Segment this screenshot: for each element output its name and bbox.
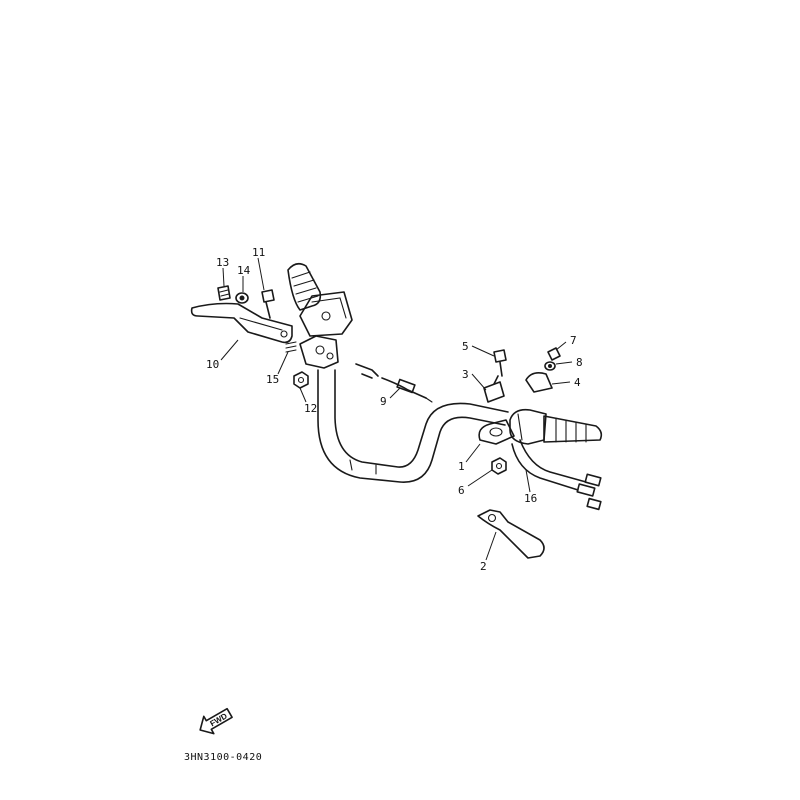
callout-1: 1 — [458, 460, 465, 473]
callout-9: 9 — [380, 395, 387, 408]
right-switch-housing — [509, 408, 547, 445]
callout-14: 14 — [237, 264, 251, 277]
part-6-nut — [491, 457, 507, 475]
part-9-cable — [355, 363, 433, 403]
callout-12: 12 — [304, 402, 317, 415]
part-8-washer — [544, 361, 556, 371]
part-2-lever — [477, 509, 545, 559]
callout-15: 15 — [266, 373, 279, 386]
part-14-washer — [235, 292, 249, 304]
part-3-bracket — [483, 375, 505, 403]
part-15-spring — [285, 341, 297, 353]
part-4-clamp — [525, 372, 553, 393]
callout-11: 11 — [252, 246, 265, 259]
left-brake-lever — [190, 302, 293, 344]
part-11-pivot-bolt — [261, 289, 275, 319]
callout-10: 10 — [206, 358, 219, 371]
callout-7: 7 — [570, 334, 577, 347]
part-1-holder — [478, 419, 515, 445]
part-7-screw — [547, 347, 561, 361]
callout-5: 5 — [462, 340, 469, 353]
callout-2: 2 — [480, 560, 487, 573]
callout-16: 16 — [524, 492, 537, 505]
callout-8: 8 — [576, 356, 583, 369]
callout-4: 4 — [574, 376, 581, 389]
drawing-code: 3HN3100-0420 — [184, 752, 262, 763]
callout-6: 6 — [458, 484, 465, 497]
left-grip — [287, 262, 322, 311]
part-5-bolt — [493, 349, 507, 377]
callout-labels: 11 13 14 10 15 12 9 5 3 7 8 4 1 6 16 2 — [206, 246, 583, 573]
right-grip — [543, 415, 603, 443]
leader-lines — [220, 257, 573, 561]
callout-3: 3 — [462, 368, 469, 381]
fwd-arrow-icon: FWD — [199, 707, 233, 735]
handlebar — [317, 369, 509, 483]
throttle-housing — [299, 291, 353, 337]
part-16-harness — [511, 439, 602, 511]
part-13-bolt — [217, 285, 231, 301]
left-lever-holder — [299, 335, 339, 369]
part-12-nut — [293, 371, 309, 389]
callout-13: 13 — [216, 256, 229, 269]
